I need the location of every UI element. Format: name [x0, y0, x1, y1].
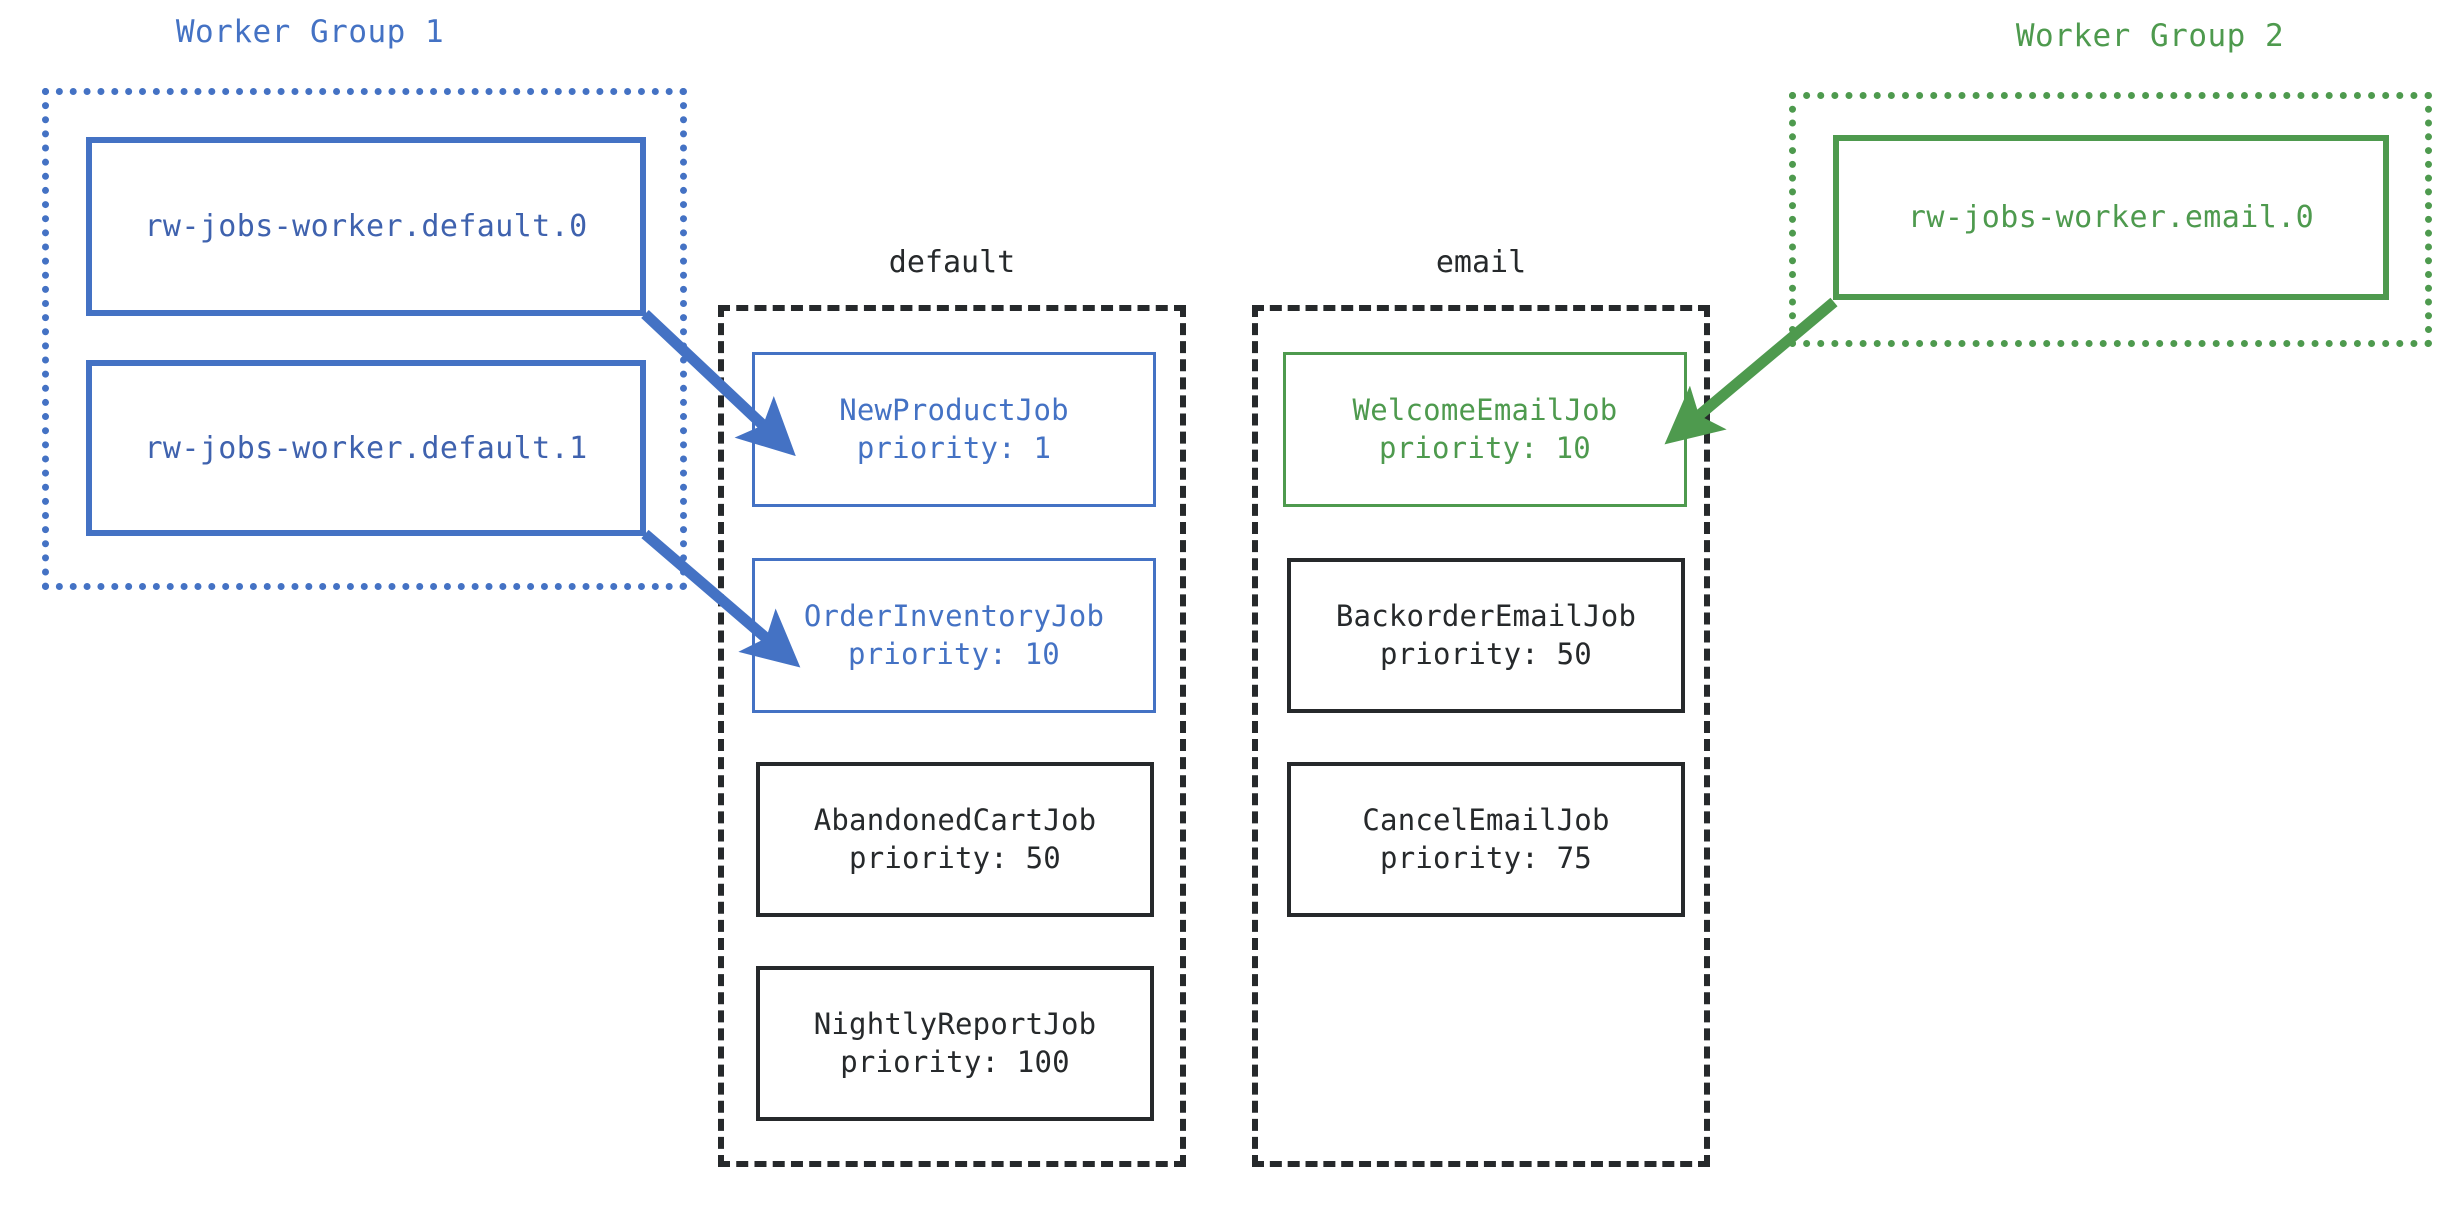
job-name: WelcomeEmailJob	[1352, 393, 1618, 428]
job-priority: priority: 75	[1380, 840, 1592, 875]
job-box-nightly-report-job[interactable]: NightlyReportJob priority: 100	[756, 966, 1154, 1121]
worker-box-email-0-label: rw-jobs-worker.email.0	[1907, 200, 2315, 235]
job-name: NewProductJob	[839, 393, 1069, 428]
job-box-order-inventory-job[interactable]: OrderInventoryJob priority: 10	[752, 558, 1156, 713]
queue-title-default: default	[888, 245, 1016, 280]
job-priority: priority: 1	[856, 430, 1052, 465]
worker-box-default-0[interactable]: rw-jobs-worker.default.0	[86, 137, 646, 316]
queue-container-email	[1252, 305, 1710, 1167]
job-priority: priority: 10	[1379, 430, 1591, 465]
worker-box-default-1[interactable]: rw-jobs-worker.default.1	[86, 360, 646, 536]
queue-container-default	[718, 305, 1186, 1167]
job-box-new-product-job[interactable]: NewProductJob priority: 1	[752, 352, 1156, 507]
job-priority: priority: 50	[849, 840, 1061, 875]
job-priority: priority: 100	[840, 1044, 1070, 1079]
job-priority: priority: 10	[848, 636, 1060, 671]
queue-title-email: email	[1435, 245, 1527, 280]
job-priority: priority: 50	[1380, 636, 1592, 671]
job-box-abandoned-cart-job[interactable]: AbandonedCartJob priority: 50	[756, 762, 1154, 917]
job-name: CancelEmailJob	[1362, 803, 1610, 838]
job-name: NightlyReportJob	[813, 1007, 1097, 1042]
worker-group-1-label: Worker Group 1	[175, 14, 445, 50]
job-name: OrderInventoryJob	[803, 599, 1105, 634]
worker-box-default-1-label: rw-jobs-worker.default.1	[144, 430, 588, 466]
worker-group-2-container	[1789, 92, 2432, 347]
job-box-backorder-email-job[interactable]: BackorderEmailJob priority: 50	[1287, 558, 1685, 713]
worker-group-2-label: Worker Group 2	[2015, 18, 2285, 54]
job-box-cancel-email-job[interactable]: CancelEmailJob priority: 75	[1287, 762, 1685, 917]
worker-box-default-0-label: rw-jobs-worker.default.0	[144, 209, 588, 244]
job-box-welcome-email-job[interactable]: WelcomeEmailJob priority: 10	[1283, 352, 1687, 507]
job-name: BackorderEmailJob	[1335, 599, 1637, 634]
worker-box-email-0[interactable]: rw-jobs-worker.email.0	[1833, 135, 2389, 300]
job-name: AbandonedCartJob	[813, 803, 1097, 838]
